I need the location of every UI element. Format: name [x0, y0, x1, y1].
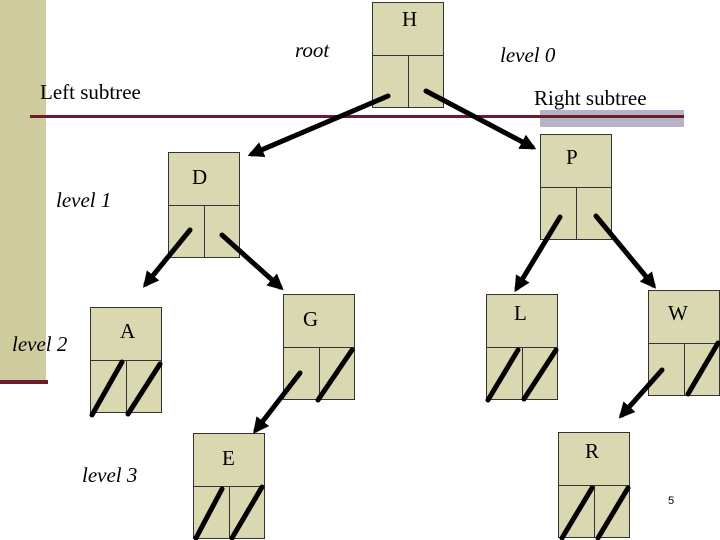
- node-l-key: L: [514, 301, 527, 325]
- node-h-pointer-cells: [373, 55, 443, 107]
- node-p-key: P: [566, 145, 578, 169]
- null-pointer-w-right: [685, 340, 720, 397]
- right-subtree-label: Right subtree: [534, 86, 647, 110]
- node-h: [372, 2, 444, 108]
- node-w: [648, 290, 720, 396]
- node-d-key: D: [192, 165, 208, 189]
- edge-p-to-l: [514, 214, 563, 293]
- null-pointer-e-right: [229, 484, 265, 540]
- level-2-label: level 2: [12, 332, 68, 356]
- node-h-key: H: [402, 7, 418, 31]
- null-pointer-r-right: [595, 485, 631, 540]
- null-pointer-l-left: [485, 347, 521, 403]
- side-bar-line: [0, 380, 48, 384]
- edge-g-to-e: [253, 370, 303, 434]
- level-0-label: level 0: [500, 43, 556, 67]
- node-g-pointer-cells: [284, 347, 354, 399]
- node-w-key: W: [668, 301, 688, 325]
- null-pointer-g-right: [315, 347, 355, 403]
- left-subtree-label: Left subtree: [40, 80, 141, 104]
- level-3-label: level 3: [82, 463, 138, 487]
- null-pointer-a-left: [89, 359, 125, 418]
- node-a-pointer-cells: [91, 360, 161, 412]
- node-l-pointer-cells: [487, 347, 557, 399]
- subtree-divider-line: [30, 115, 684, 118]
- edge-d-to-a: [142, 227, 193, 288]
- edge-p-to-w: [593, 213, 657, 289]
- null-pointer-r-left: [559, 485, 595, 540]
- edge-w-to-r: [618, 367, 665, 419]
- node-a-key: A: [120, 319, 136, 343]
- edge-h-to-p: [423, 88, 537, 150]
- null-pointer-l-right: [521, 347, 559, 402]
- edge-d-to-g: [219, 232, 284, 291]
- node-e-key: E: [222, 446, 235, 470]
- level-1-label: level 1: [56, 188, 112, 212]
- node-r-pointer-cells: [559, 485, 629, 537]
- root-label: root: [295, 38, 330, 62]
- node-r-key: R: [585, 439, 600, 463]
- right-subtree-highlight: [540, 110, 684, 127]
- side-bar: [0, 0, 46, 380]
- node-d-pointer-cells: [169, 205, 239, 257]
- node-e-pointer-cells: [194, 486, 264, 538]
- edge-h-to-d: [247, 93, 391, 157]
- node-g-key: G: [303, 307, 319, 331]
- node-w-pointer-cells: [649, 343, 719, 395]
- page-number: 5: [668, 495, 675, 507]
- null-pointer-e-left: [193, 486, 225, 540]
- node-p-pointer-cells: [541, 187, 611, 239]
- null-pointer-a-right: [125, 361, 163, 417]
